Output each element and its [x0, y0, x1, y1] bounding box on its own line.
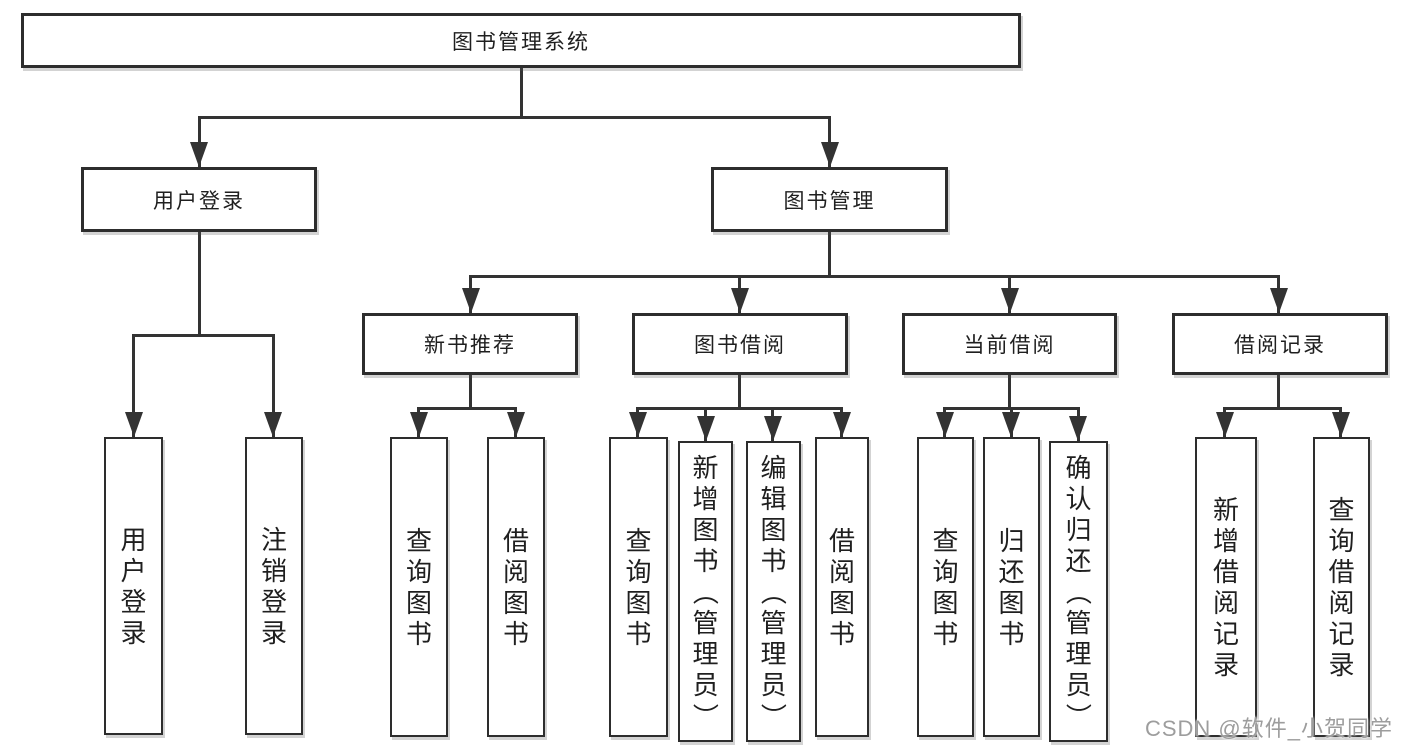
- connector-line: [828, 230, 831, 277]
- connector-line: [132, 334, 275, 337]
- node-label: 编辑图书（管理员）: [758, 452, 789, 729]
- connector-line: [520, 66, 523, 118]
- leaf-edit-books-admin: 编辑图书（管理员）: [746, 441, 801, 742]
- leaf-user-login: 用户登录: [104, 437, 163, 735]
- node-label: 查询图书: [932, 525, 959, 649]
- node-book-borrowing: 图书借阅: [632, 313, 848, 375]
- node-current-borrowing: 当前借阅: [902, 313, 1117, 375]
- node-user-login: 用户登录: [81, 167, 317, 232]
- leaf-query-borrow-record: 查询借阅记录: [1313, 437, 1370, 737]
- leaf-query-books-recommend: 查询图书: [390, 437, 448, 737]
- arrow-down-icon: [1332, 412, 1350, 437]
- arrow-down-icon: [833, 412, 851, 437]
- connector-line: [272, 335, 275, 437]
- node-label: 用户登录: [153, 189, 245, 213]
- leaf-borrow-books-borrowing: 借阅图书: [815, 437, 869, 737]
- arrow-down-icon: [697, 416, 715, 441]
- node-label: 图书管理系统: [452, 30, 590, 54]
- arrow-down-icon: [1270, 288, 1288, 313]
- node-label: 借阅记录: [1234, 334, 1326, 357]
- leaf-logout: 注销登录: [245, 437, 303, 735]
- arrow-down-icon: [264, 412, 282, 437]
- leaf-add-borrow-record: 新增借阅记录: [1195, 437, 1257, 737]
- arrow-down-icon: [936, 412, 954, 437]
- node-label: 查询图书: [625, 525, 652, 649]
- node-label: 新增借阅记录: [1212, 494, 1239, 680]
- arrow-down-icon: [764, 416, 782, 441]
- arrow-down-icon: [507, 412, 525, 437]
- node-label: 图书管理: [783, 189, 876, 213]
- connector-line: [1008, 372, 1011, 410]
- node-new-book-recommend: 新书推荐: [362, 313, 578, 375]
- node-label: 新书推荐: [424, 334, 516, 357]
- arrow-down-icon: [629, 412, 647, 437]
- node-label: 查询图书: [405, 525, 432, 649]
- connector-line: [198, 116, 831, 119]
- connector-line: [198, 230, 201, 336]
- arrow-down-icon: [410, 412, 428, 437]
- node-label: 用户登录: [120, 524, 147, 648]
- arrow-down-icon: [1002, 412, 1020, 437]
- arrow-down-icon: [1216, 412, 1234, 437]
- arrow-down-icon: [1069, 416, 1087, 441]
- connector-line: [738, 372, 741, 410]
- connector-line: [1277, 372, 1280, 410]
- connector-line: [1223, 407, 1342, 410]
- arrow-down-icon: [190, 142, 208, 167]
- connector-line: [132, 335, 135, 437]
- node-label: 借阅图书: [828, 525, 855, 649]
- arrow-down-icon: [821, 142, 839, 167]
- connector-line: [636, 407, 843, 410]
- arrow-down-icon: [1001, 288, 1019, 313]
- connector-line: [417, 407, 517, 410]
- connector-line: [469, 372, 472, 410]
- node-label: 查询借阅记录: [1328, 494, 1355, 680]
- node-book-management: 图书管理: [711, 167, 948, 232]
- csdn-watermark: CSDN @软件_小贺同学: [1144, 716, 1393, 741]
- node-label: 图书借阅: [694, 334, 786, 357]
- arrow-down-icon: [125, 412, 143, 437]
- node-label: 归还图书: [998, 525, 1025, 649]
- node-label: 当前借阅: [963, 334, 1056, 357]
- leaf-confirm-return-admin: 确认归还（管理员）: [1049, 441, 1108, 742]
- node-label: 注销登录: [260, 524, 287, 648]
- leaf-borrow-books-recommend: 借阅图书: [487, 437, 545, 737]
- node-borrow-records: 借阅记录: [1172, 313, 1388, 375]
- arrow-down-icon: [462, 288, 480, 313]
- leaf-add-books-admin: 新增图书（管理员）: [678, 441, 733, 742]
- node-label: 新增图书（管理员）: [690, 452, 721, 729]
- arrow-down-icon: [731, 288, 749, 313]
- leaf-return-books: 归还图书: [983, 437, 1040, 737]
- node-library-system: 图书管理系统: [21, 13, 1021, 68]
- leaf-query-books-current: 查询图书: [917, 437, 974, 737]
- node-label: 确认归还（管理员）: [1063, 452, 1094, 729]
- connector-line: [469, 275, 1280, 278]
- leaf-query-books-borrowing: 查询图书: [609, 437, 668, 737]
- node-label: 借阅图书: [502, 525, 529, 649]
